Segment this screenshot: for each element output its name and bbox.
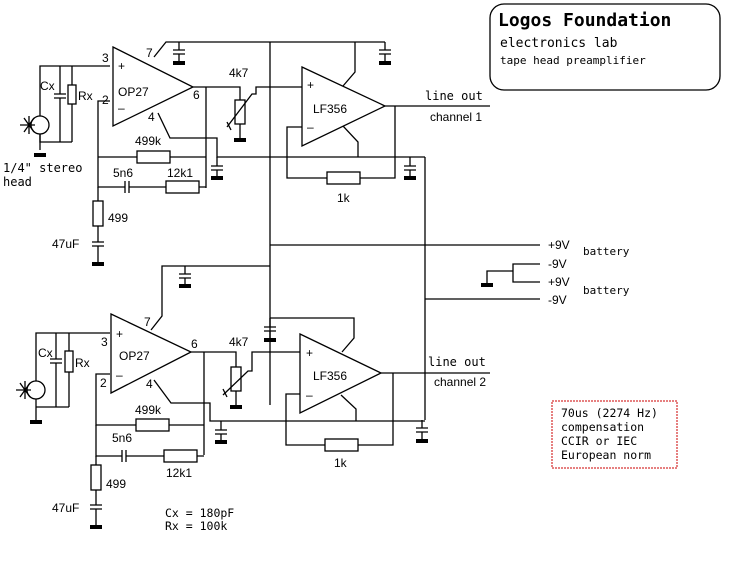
op27-label: OP27 <box>119 349 150 363</box>
c-47uf-label: 47uF <box>52 501 79 515</box>
compensation-note: 70us (2274 Hz) compensation CCIR or IEC … <box>551 400 678 469</box>
line-out-label: line out <box>428 355 486 369</box>
svg-text:+: + <box>306 346 313 360</box>
c-5n6-label: 5n6 <box>113 166 133 180</box>
svg-text:–: – <box>307 120 314 134</box>
r-499k-label: 499k <box>135 134 162 148</box>
subtitle-text: electronics lab <box>500 36 618 51</box>
capacitor-5n6 <box>124 181 130 193</box>
resistor-12k1 <box>165 180 200 194</box>
cx-capacitor <box>54 93 66 99</box>
head-star-icon <box>20 116 35 134</box>
head-label: 1/4" stereo <box>3 161 82 175</box>
op27-label: OP27 <box>118 85 149 99</box>
rail-plus-9v: +9V <box>548 238 570 252</box>
rail-minus-9v-2: -9V <box>548 293 567 307</box>
rx-value: Rx = 100k <box>165 519 227 533</box>
svg-text:–: – <box>118 101 125 115</box>
pin-7: 7 <box>144 315 151 329</box>
resistor-499k <box>136 150 171 164</box>
cx-value: Cx = 180pF <box>165 506 234 520</box>
battery-label: battery <box>583 245 630 258</box>
pin-6: 6 <box>193 88 200 102</box>
line-out-label: line out <box>425 89 483 103</box>
pin-3: 3 <box>101 335 108 349</box>
cx-label: Cx <box>38 346 53 360</box>
r-499-label: 499 <box>106 477 126 491</box>
pot-label: 4k7 <box>229 335 249 349</box>
resistor-12k1 <box>163 449 198 463</box>
r-12k1-label: 12k1 <box>167 166 193 180</box>
lf356-label: LF356 <box>313 369 347 383</box>
svg-text:+: + <box>116 327 123 341</box>
note-line-4: European norm <box>561 448 651 462</box>
svg-text:+: + <box>307 78 314 92</box>
r-12k1-label: 12k1 <box>166 466 192 480</box>
rx-resistor <box>64 350 74 373</box>
pot-4k7 <box>234 99 246 125</box>
pin-3: 3 <box>102 51 109 65</box>
pin-7: 7 <box>146 46 153 60</box>
rx-resistor <box>67 84 77 105</box>
title-frame <box>489 3 721 91</box>
pin-4: 4 <box>146 377 153 391</box>
note-line-2: compensation <box>561 420 644 434</box>
title-text: Logos Foundation <box>498 10 671 31</box>
cx-capacitor <box>50 358 62 364</box>
pin-2: 2 <box>100 376 107 390</box>
r-499k-label: 499k <box>135 403 162 417</box>
resistor-499k <box>135 418 170 432</box>
lf356-opamp <box>299 332 383 415</box>
capacitor-5n6 <box>121 450 127 462</box>
rail-minus-9v: -9V <box>548 257 567 271</box>
cx-label: Cx <box>40 79 55 93</box>
power-rails: +9V -9V +9V -9V battery battery <box>269 42 630 420</box>
svg-text:–: – <box>116 368 123 382</box>
resistor-1k <box>326 171 361 185</box>
op27-opamp <box>110 312 193 395</box>
resistor-1k <box>324 438 359 452</box>
c-5n6-label: 5n6 <box>112 431 132 445</box>
channel-1: Cx Rx 1/4" stereo head + – OP27 3 2 6 7 … <box>3 41 490 266</box>
rx-label: Rx <box>78 89 93 103</box>
note-line-1: 70us (2274 Hz) <box>561 406 658 420</box>
channel-label: channel 1 <box>430 110 482 124</box>
channel-2: Cx Rx + – OP27 3 2 6 7 4 4k7 499k 5n6 12… <box>16 265 490 529</box>
svg-text:–: – <box>306 388 313 402</box>
r-1k-label: 1k <box>337 191 351 205</box>
rx-label: Rx <box>75 356 90 370</box>
pin-4: 4 <box>148 110 155 124</box>
head-star-icon <box>16 381 31 399</box>
r-1k-label: 1k <box>334 456 348 470</box>
op27-opamp <box>112 45 195 128</box>
channel-label: channel 2 <box>434 375 486 389</box>
note-line-3: CCIR or IEC <box>561 434 637 448</box>
head-label-2: head <box>3 175 32 189</box>
battery-label-2: battery <box>583 284 630 297</box>
svg-text:+: + <box>118 59 125 73</box>
resistor-499 <box>92 200 104 227</box>
lf356-label: LF356 <box>313 102 347 116</box>
title-block: Logos Foundation electronics lab tape he… <box>489 3 721 91</box>
r-499-label: 499 <box>108 211 128 225</box>
pot-label: 4k7 <box>229 66 249 80</box>
pin-6: 6 <box>191 337 198 351</box>
description-text: tape head preamplifier <box>500 54 646 67</box>
pin-2: 2 <box>102 93 109 107</box>
rail-plus-9v-2: +9V <box>548 275 570 289</box>
c-47uf-label: 47uF <box>52 237 79 251</box>
resistor-499 <box>90 464 102 491</box>
